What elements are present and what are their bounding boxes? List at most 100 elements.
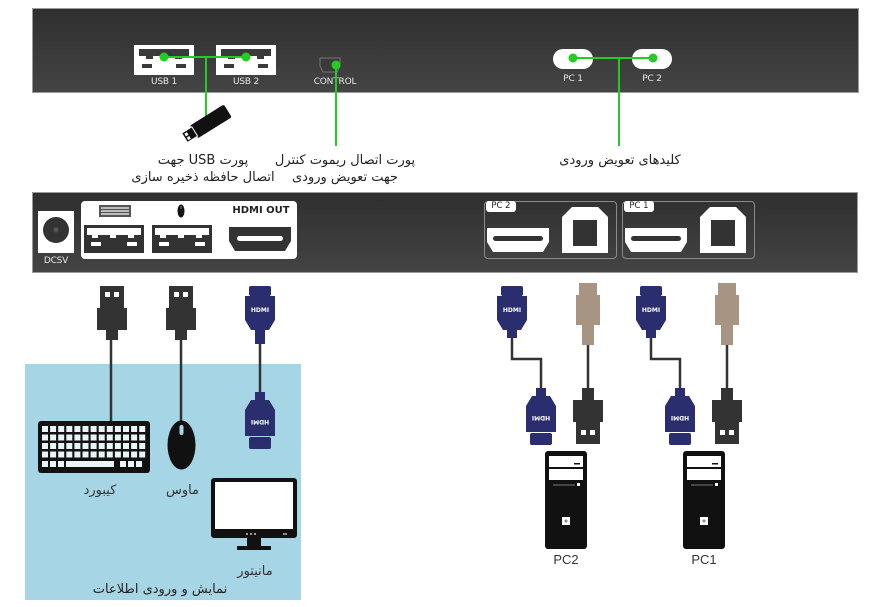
keyboard-key (131, 443, 138, 449)
mouse-icon (167, 420, 196, 470)
keyboard-key (131, 451, 138, 458)
pc1-tower-icon (683, 451, 725, 549)
control-dot (331, 60, 341, 70)
keyboard-key (74, 451, 81, 458)
keyboard-key (131, 434, 138, 441)
keyboard-key (98, 434, 105, 441)
usb-storage-callout-line1: پورت USB جهت (157, 153, 249, 168)
pc2-tower-icon (545, 451, 587, 549)
pc2-usb-a-plug-icon (573, 388, 603, 444)
mouse-usb-plug-icon (166, 286, 196, 340)
switch-buttons-callout: کلیدهای تعویض ورودی (559, 153, 681, 168)
keyboard-key (139, 443, 146, 449)
pc2-dot (648, 53, 658, 63)
keyboard-key (98, 443, 105, 449)
keyboard-key (123, 426, 129, 432)
monitor-icon (211, 478, 297, 550)
keyboard-key (82, 443, 89, 449)
usb-flash-drive-icon (180, 105, 232, 144)
keyboard-key (82, 434, 89, 441)
keyboard-key (42, 434, 48, 441)
monitor-label: مانیتور (237, 564, 273, 579)
hdmi-text: HDMI (503, 307, 521, 314)
pc2-port-group (484, 201, 617, 259)
keyboard-key (120, 461, 126, 467)
usb2-dot (241, 52, 251, 62)
pc1-group-label: PC 1 (629, 201, 649, 211)
pc2-hdmi-port (487, 228, 549, 252)
keyboard-key (123, 451, 129, 458)
pc2-usb-b-port (562, 207, 608, 253)
pc1-usb-b-plug-icon (715, 283, 739, 345)
keyboard-key (50, 426, 57, 432)
keyboard-key (82, 426, 89, 432)
keyboard-key (74, 443, 81, 449)
pc2-group-tag: PC 2 (486, 201, 516, 212)
control-callout-line2: جهت تعویض ورودی (291, 170, 398, 185)
keyboard-usb-plug-icon (97, 286, 127, 340)
peripherals-area-title: نمایش و ورودی اطلاعات (92, 582, 228, 597)
monitor-hdmi-plug-bottom-icon: HDMI (245, 392, 275, 449)
keyboard-key (114, 443, 121, 449)
keyboard-spacebar (66, 461, 114, 467)
hdmi-text: HDMI (642, 307, 660, 314)
pc2-button-label: PC 2 (642, 74, 662, 84)
keyboard-key (66, 434, 73, 441)
keyboard-icon (38, 421, 150, 473)
hdmi-text: HDMI (251, 307, 269, 314)
keyboard-key (50, 461, 56, 467)
keyboard-key (106, 426, 113, 432)
keyboard-key (106, 451, 113, 458)
keyboard-key (50, 451, 57, 458)
hdmi-text: HDMI (671, 414, 689, 421)
keyboard-key (42, 443, 48, 449)
pc2-hdmi-plug-bottom-icon: HDMI (526, 388, 556, 445)
pc2-usb-b-plug-icon (576, 283, 600, 345)
pc1-group-tag: PC 1 (624, 201, 654, 212)
hdmi-text: HDMI (251, 418, 269, 425)
pc1-hdmi-plug-bottom-icon: HDMI (665, 388, 695, 445)
keyboard-key (50, 443, 57, 449)
keyboard-key (42, 451, 48, 458)
monitor-hdmi-plug-top-icon: HDMI (245, 286, 275, 344)
keyboard-key (139, 434, 146, 441)
keyboard-key (90, 451, 97, 458)
keyboard-key (82, 451, 89, 458)
usb2-label: USB 2 (232, 77, 260, 87)
pc2-group-label: PC 2 (491, 201, 511, 211)
keyboard-key (42, 426, 48, 432)
keyboard-key (66, 443, 73, 449)
dc-jack-icon (43, 217, 69, 243)
keyboard-key (106, 443, 113, 449)
pc1-dot (568, 53, 578, 63)
hdmi-text: HDMI (532, 414, 550, 421)
hdmi-out-label: HDMI OUT (232, 205, 290, 216)
keyboard-key (98, 426, 105, 432)
pc1-button-label: PC 1 (563, 74, 583, 84)
keyboard-key (90, 443, 97, 449)
keyboard-key (123, 434, 129, 441)
keyboard-key (50, 434, 57, 441)
pc1-hdmi-cable (649, 338, 682, 392)
pc2-hdmi-plug-top-icon: HDMI (497, 286, 527, 338)
usb-storage-callout-line2: اتصال حافظه ذخیره سازی (131, 170, 275, 185)
keyboard-label: کیبورد (83, 483, 117, 498)
keyboard-key (128, 461, 134, 467)
callout-lines (159, 52, 658, 146)
pc2-caption: PC2 (553, 552, 579, 567)
pc1-usb-b-port (700, 207, 746, 253)
pc1-hdmi-plug-top-icon: HDMI (636, 286, 666, 338)
keyboard-key (98, 451, 105, 458)
keyboard-key (114, 434, 121, 441)
keyboard-key (58, 461, 64, 467)
keyboard-key (139, 426, 146, 432)
keyboard-key (42, 461, 48, 467)
keyboard-key (114, 426, 121, 432)
keyboard-key (90, 426, 97, 432)
keyboard-key (66, 451, 73, 458)
pc1-port-group (622, 201, 755, 259)
keyboard-key (139, 451, 146, 458)
pc1-usb-a-plug-icon (712, 388, 742, 444)
